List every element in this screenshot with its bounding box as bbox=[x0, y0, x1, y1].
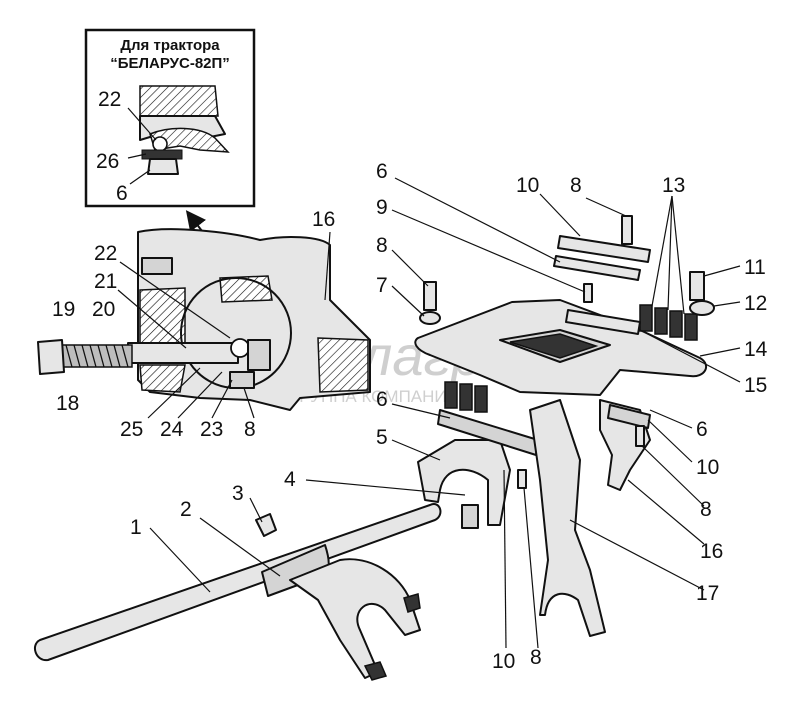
fork-17 bbox=[529, 399, 606, 637]
inset-fork-section bbox=[149, 127, 230, 153]
label-12: 12 bbox=[744, 292, 767, 315]
label-8-left: 8 bbox=[376, 234, 388, 257]
bolt-8-section bbox=[229, 371, 255, 389]
label-15: 15 bbox=[744, 374, 767, 397]
fork-5 bbox=[417, 439, 511, 526]
inset-title-line1: Для трактора bbox=[120, 37, 220, 54]
label-21: 21 bbox=[94, 270, 117, 293]
plate-10-right bbox=[607, 404, 651, 429]
fork-2 bbox=[289, 558, 421, 679]
label-8-section: 8 bbox=[244, 418, 256, 441]
callout-labels: 22 26 6 16 22 21 19 20 18 25 24 23 8 6 9… bbox=[52, 88, 768, 673]
washer-12 bbox=[689, 300, 715, 316]
label-19: 19 bbox=[52, 298, 75, 321]
nut-18 bbox=[37, 339, 65, 375]
label-inset-22: 22 bbox=[98, 88, 121, 111]
plate-6-top bbox=[553, 255, 641, 281]
label-4: 4 bbox=[284, 468, 296, 491]
label-6-left: 6 bbox=[376, 388, 388, 411]
blocks-13 bbox=[639, 304, 698, 341]
label-22: 22 bbox=[94, 242, 117, 265]
rail-1 bbox=[33, 503, 442, 662]
label-18: 18 bbox=[56, 392, 79, 415]
section-leaders bbox=[117, 231, 331, 419]
label-16-right: 16 bbox=[700, 540, 723, 563]
rail-and-fork-2 bbox=[33, 503, 442, 681]
pin-9 bbox=[583, 283, 593, 303]
label-20: 20 bbox=[92, 298, 115, 321]
label-13: 13 bbox=[662, 174, 685, 197]
bolt-8-lower bbox=[517, 469, 527, 489]
bolt-8-right bbox=[635, 425, 645, 447]
label-16-section: 16 bbox=[312, 208, 335, 231]
fork-assembly bbox=[414, 215, 715, 637]
label-8-right: 8 bbox=[700, 498, 712, 521]
ball-22 bbox=[230, 338, 250, 358]
assembly-leaders bbox=[149, 177, 741, 649]
label-1: 1 bbox=[130, 516, 142, 539]
plate-10-top bbox=[557, 235, 651, 263]
label-10-top: 10 bbox=[516, 174, 539, 197]
label-8-top: 8 bbox=[570, 174, 582, 197]
section-housing bbox=[37, 228, 371, 411]
label-14: 14 bbox=[744, 338, 768, 361]
label-7: 7 bbox=[376, 274, 388, 297]
bolt-8-top bbox=[621, 215, 633, 245]
spring-19 bbox=[59, 344, 133, 368]
inset-housing-section bbox=[139, 85, 219, 117]
label-10-bottom: 10 bbox=[492, 650, 515, 673]
label-9: 9 bbox=[376, 196, 388, 219]
label-3: 3 bbox=[232, 482, 244, 505]
fork-4-tip bbox=[461, 504, 479, 529]
bolt-11 bbox=[689, 271, 705, 301]
inset-bolt-head bbox=[147, 158, 179, 175]
label-5: 5 bbox=[376, 426, 388, 449]
label-2: 2 bbox=[180, 498, 192, 521]
label-17: 17 bbox=[696, 582, 719, 605]
inset-washer bbox=[141, 149, 183, 160]
label-inset-26: 26 bbox=[96, 150, 119, 173]
plate-15 bbox=[565, 309, 641, 335]
label-23: 23 bbox=[200, 418, 223, 441]
label-25: 25 bbox=[120, 418, 143, 441]
label-6-top: 6 bbox=[376, 160, 388, 183]
washer-7 bbox=[419, 311, 441, 325]
label-6-right: 6 bbox=[696, 418, 708, 441]
label-11: 11 bbox=[744, 256, 766, 279]
label-8-bottom: 8 bbox=[530, 646, 542, 669]
inset-title-line2: “БЕЛАРУС-82П” bbox=[110, 55, 230, 72]
inset-detail: Для трактора “БЕЛАРУС-82П” bbox=[84, 28, 256, 208]
bolt-8-left bbox=[423, 281, 437, 311]
blocks-under bbox=[444, 381, 488, 413]
label-inset-6: 6 bbox=[116, 182, 128, 205]
label-10-right: 10 bbox=[696, 456, 719, 479]
label-24: 24 bbox=[160, 418, 184, 441]
